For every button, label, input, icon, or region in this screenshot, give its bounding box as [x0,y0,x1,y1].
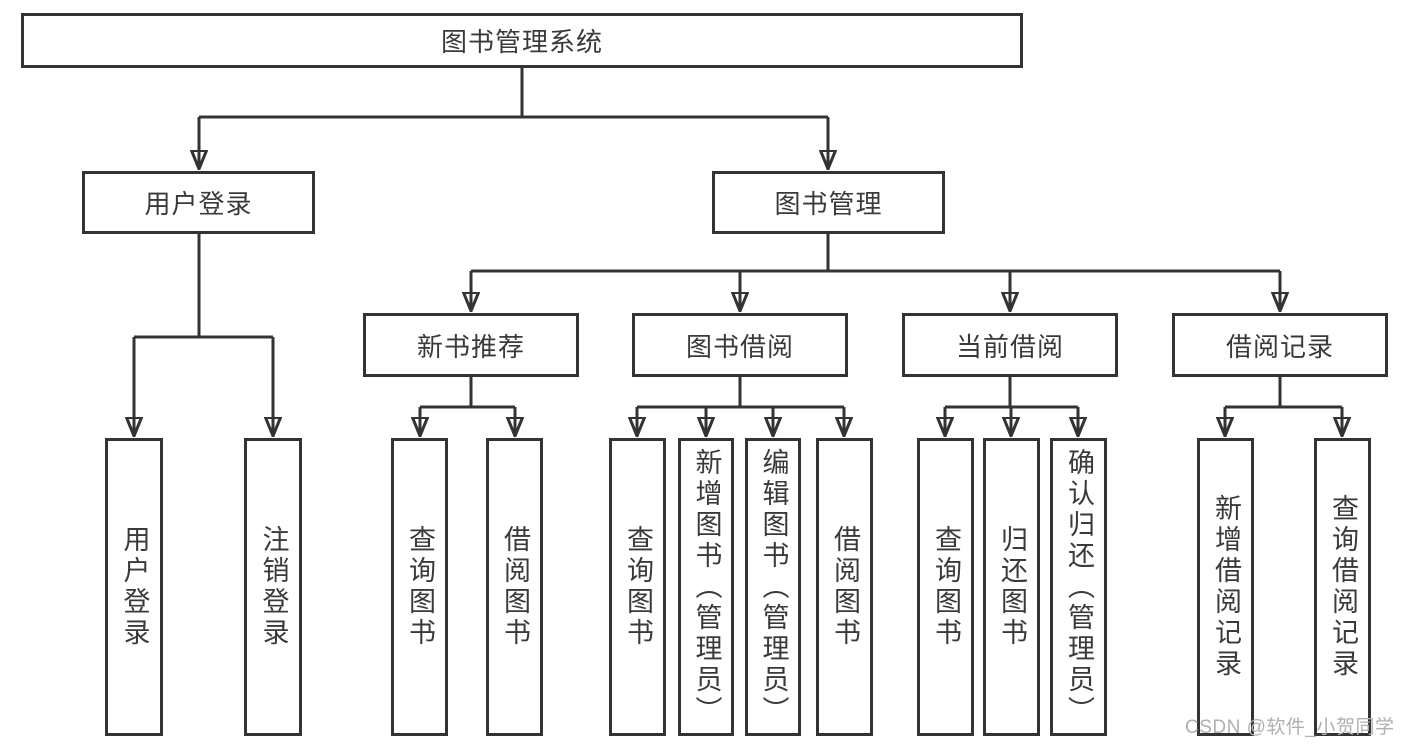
node-label: 新书推荐 [416,331,525,362]
node-label: 查询图书 [623,525,653,649]
node-label: 借阅图书 [500,525,530,649]
node-label: 归还图书 [997,525,1027,649]
leaf-query-books-borrow: 查询图书 [609,438,666,736]
leaf-query-books-current: 查询图书 [917,438,974,736]
leaf-return-books: 归还图书 [983,438,1040,736]
node-library-system: 图书管理系统 [21,13,1023,68]
connector-new-book-recommend [420,377,515,434]
node-label: 新增图书（管理员） [691,447,722,727]
connector-borrow-records [1225,377,1342,434]
leaf-user-login: 用户登录 [105,438,163,736]
leaf-add-book-admin: 新增图书（管理员） [678,438,734,736]
node-label: 图书管理系统 [440,27,603,57]
node-book-management: 图书管理 [712,171,945,234]
node-label: 编辑图书（管理员） [758,447,789,727]
leaf-confirm-return-admin: 确认归还（管理员） [1050,438,1107,736]
leaf-edit-book-admin: 编辑图书（管理员） [745,438,801,736]
node-label: 借阅记录 [1225,331,1334,362]
connector-book-management [471,234,1280,309]
node-label: 确认归还（管理员） [1064,447,1094,727]
node-new-book-recommend: 新书推荐 [363,313,579,377]
node-label: 图书管理 [774,189,883,219]
node-label: 借阅图书 [830,525,860,649]
node-label: 当前借阅 [955,331,1064,362]
leaf-query-borrow-record: 查询借阅记录 [1314,438,1371,736]
node-label: 图书借阅 [685,331,794,362]
node-label: 用户登录 [119,525,150,649]
connector-book-borrow [637,377,844,434]
leaf-logout: 注销登录 [244,438,302,736]
node-label: 查询图书 [405,525,435,649]
connector-user-login [134,234,273,434]
node-user-login: 用户登录 [82,171,315,234]
leaf-query-books-recommend: 查询图书 [391,438,448,736]
connector-root [199,66,828,167]
node-label: 注销登录 [258,525,289,649]
node-current-borrow: 当前借阅 [902,313,1118,377]
leaf-borrow-books-recommend: 借阅图书 [486,438,543,736]
node-label: 查询借阅记录 [1328,494,1358,680]
node-label: 用户登录 [144,189,253,219]
leaf-add-borrow-record: 新增借阅记录 [1197,438,1254,736]
node-borrow-records: 借阅记录 [1172,313,1388,377]
node-label: 新增借阅记录 [1211,494,1241,680]
node-book-borrow: 图书借阅 [632,313,848,377]
node-label: 查询图书 [931,525,961,649]
leaf-borrow-books: 借阅图书 [816,438,873,736]
connector-current-borrow [945,377,1078,434]
csdn-watermark: CSDN @软件_小贺同学 [1185,717,1395,738]
